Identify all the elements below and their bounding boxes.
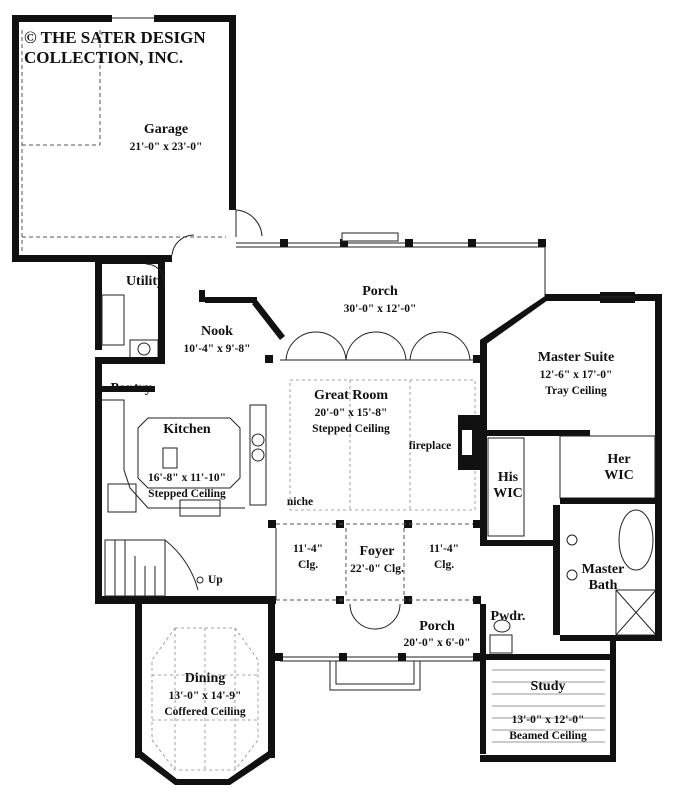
stairs — [104, 539, 204, 597]
master-suite-dims: 12'-6" x 17'-0" — [540, 369, 613, 381]
garage-walls — [12, 14, 263, 262]
foyer-label: Foyer — [360, 544, 395, 559]
utility-area — [95, 258, 165, 359]
great-room-dims: 20'-0" x 15'-8" — [315, 407, 388, 419]
nook-label: Nook — [201, 324, 233, 339]
study-ceiling: Beamed Ceiling — [509, 730, 587, 742]
dining-label: Dining — [185, 671, 225, 686]
front-porch-label: Porch — [419, 619, 455, 634]
hall-left-dims: 11'-4" — [293, 543, 323, 555]
pantry-label: Pantry — [110, 381, 151, 396]
dining-room-outline — [135, 603, 275, 785]
master-suite-ceiling: Tray Ceiling — [545, 385, 607, 397]
study-dims: 13'-0" x 12'-0" — [512, 714, 585, 726]
kitchen-ceiling: Stepped Ceiling — [148, 488, 226, 500]
her-wic-label-1: Her — [607, 452, 630, 467]
master-closets — [480, 430, 662, 641]
main-house-walls — [95, 290, 662, 604]
stairs-up-label: Up — [208, 574, 223, 586]
garage-dims: 21'-0" x 23'-0" — [130, 141, 203, 153]
her-wic-label-2: WIC — [604, 468, 634, 483]
rear-porch-outline — [236, 232, 546, 296]
great-room-outline — [265, 331, 481, 604]
rear-porch-label: Porch — [362, 284, 398, 299]
his-wic-label-1: His — [498, 470, 519, 485]
study-area — [480, 604, 616, 762]
foyer-ceiling: 22'-0" Clg. — [350, 563, 404, 575]
garage-label: Garage — [144, 122, 188, 137]
front-porch-dims: 20'-0" x 6'-0" — [403, 637, 470, 649]
study-label: Study — [530, 679, 565, 694]
utility-label: Utility — [126, 274, 164, 289]
great-room-ceiling: Stepped Ceiling — [312, 423, 390, 435]
front-porch-outline — [275, 603, 481, 691]
master-bath-label-2: Bath — [589, 578, 618, 593]
his-wic-label-2: WIC — [493, 486, 523, 501]
nook-dims: 10'-4" x 9'-8" — [183, 343, 250, 355]
rear-porch-dims: 30'-0" x 12'-0" — [344, 303, 417, 315]
dining-ceiling: Coffered Ceiling — [164, 706, 245, 718]
dining-dims: 13'-0" x 14'-9" — [169, 690, 242, 702]
hall-left-ceiling: Clg. — [298, 559, 318, 571]
copyright-line-2: COLLECTION, INC. — [24, 48, 183, 67]
copyright-line-1: © THE SATER DESIGN — [24, 28, 206, 47]
master-bath-label-1: Master — [582, 562, 625, 577]
master-suite-label: Master Suite — [538, 350, 614, 365]
great-room-label: Great Room — [314, 388, 388, 403]
hall-right-dims: 11'-4" — [429, 543, 459, 555]
kitchen-label: Kitchen — [163, 422, 211, 437]
niche-label: niche — [287, 496, 313, 508]
fireplace-label: fireplace — [409, 440, 452, 452]
powder-label: Pwdr. — [491, 609, 526, 624]
kitchen-island — [100, 386, 267, 517]
hall-right-ceiling: Clg. — [434, 559, 454, 571]
kitchen-dims: 16'-8" x 11'-10" — [148, 472, 226, 484]
